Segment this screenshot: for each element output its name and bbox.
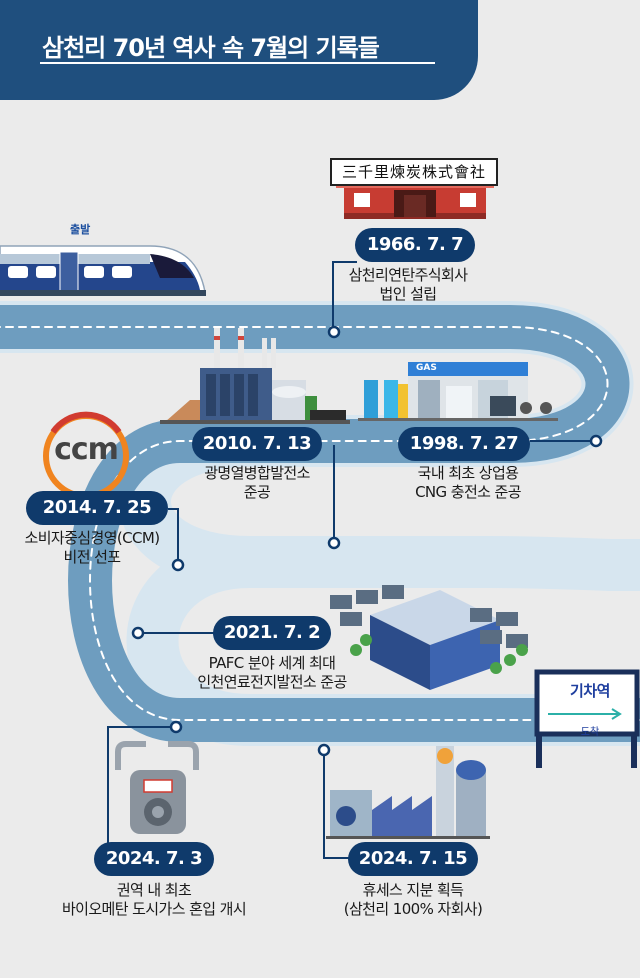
power-plant-icon bbox=[160, 328, 350, 424]
train-icon bbox=[0, 245, 206, 296]
page-title: 삼천리 70년 역사 속 7월의 기록들 bbox=[42, 34, 380, 62]
station-sign-title: 기차역 bbox=[570, 682, 610, 700]
road-dot-2010 bbox=[327, 536, 341, 550]
station-sign-subtitle: 도착 bbox=[580, 727, 600, 738]
road-dot-2014 bbox=[171, 558, 185, 572]
departure-label: 출발 bbox=[70, 223, 91, 236]
road-dot-1966 bbox=[327, 325, 341, 339]
fuel-cell-plant-icon bbox=[330, 585, 528, 690]
factory-icon bbox=[326, 746, 490, 839]
building-signboard: 三千里煉炭株式會社 bbox=[330, 158, 498, 186]
milestone-date-1998: 1998. 7. 27 bbox=[398, 427, 530, 461]
connector-2014 bbox=[168, 508, 179, 565]
cng-station-icon bbox=[358, 362, 558, 421]
road-dot-2024-3 bbox=[169, 720, 183, 734]
connector-2024-15 bbox=[323, 750, 350, 859]
milestone-date-2014: 2014. 7. 25 bbox=[26, 491, 168, 525]
milestone-caption-2014: 소비자중심경영(CCM)비전 선포 bbox=[24, 529, 161, 566]
connector-1966 bbox=[332, 261, 357, 332]
connector-2024-3 bbox=[107, 726, 176, 858]
road-center-line bbox=[0, 326, 640, 721]
milestone-date-2010: 2010. 7. 13 bbox=[192, 427, 322, 461]
header-banner: 삼천리 70년 역사 속 7월의 기록들 bbox=[0, 0, 478, 100]
gas-meter-icon bbox=[115, 741, 199, 834]
gas-station-sign: GAS bbox=[416, 363, 437, 373]
station-sign-icon bbox=[534, 669, 640, 768]
road-dot-2024-15 bbox=[317, 743, 331, 757]
milestone-date-2024-3: 2024. 7. 3 bbox=[94, 842, 214, 876]
milestone-date-2021: 2021. 7. 2 bbox=[213, 616, 331, 650]
title-underline bbox=[40, 62, 435, 64]
road-dot-2021 bbox=[131, 626, 145, 640]
milestone-date-1966: 1966. 7. 7 bbox=[355, 228, 475, 262]
company-building-icon bbox=[336, 185, 494, 219]
road-dot-1998 bbox=[589, 434, 603, 448]
ccm-logo-text: ccm bbox=[54, 432, 119, 467]
milestone-date-2024-15: 2024. 7. 15 bbox=[348, 842, 478, 876]
milestone-caption-2024-15: 휴세스 지분 획득(삼천리 100% 자회사) bbox=[343, 881, 483, 918]
